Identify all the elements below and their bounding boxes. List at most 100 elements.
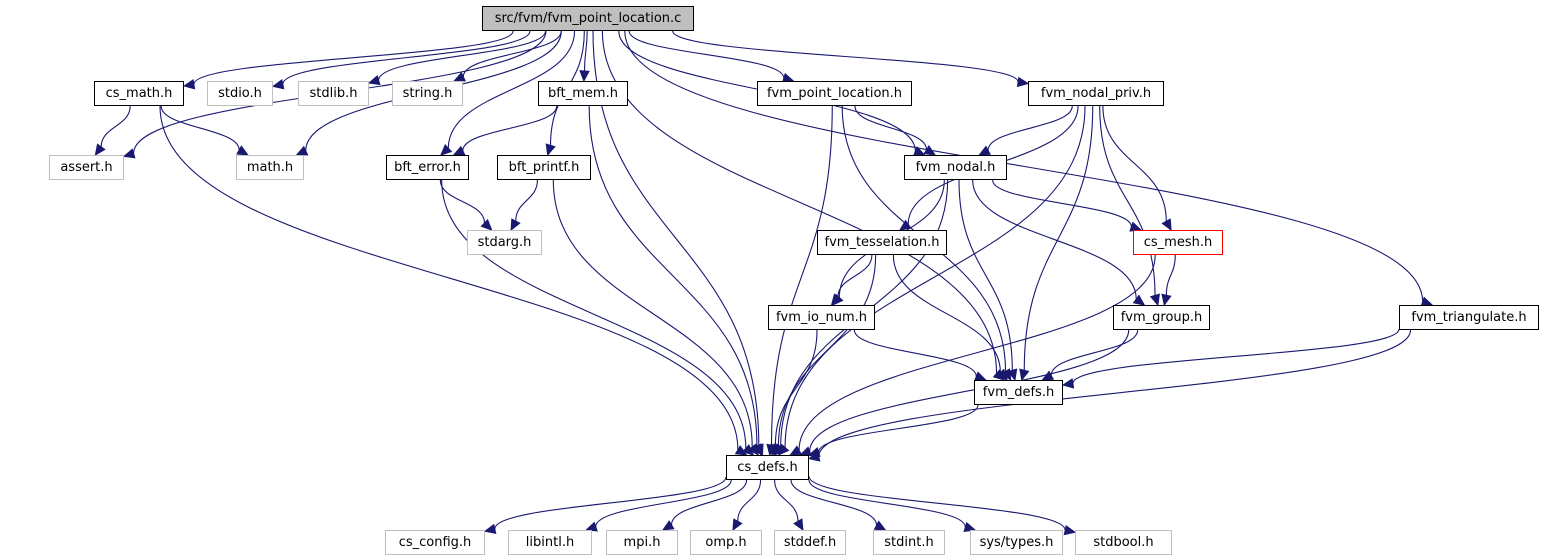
arrowhead-icon [1016, 76, 1030, 88]
node-label: fvm_nodal.h [915, 160, 996, 175]
edge-root-to-fvm-nodal-priv [672, 30, 1019, 83]
node-label: stdio.h [218, 86, 262, 101]
node-label: omp.h [705, 535, 747, 550]
edge-fvm-nodal-priv-to-fvm-defs [1023, 105, 1094, 371]
edge-cs-defs-to-stdint [790, 479, 878, 526]
node-root: src/fvm/fvm_point_location.c [482, 6, 694, 31]
node-label: stdint.h [884, 535, 934, 550]
node-label: bft_printf.h [508, 160, 580, 175]
arrowhead-icon [579, 70, 590, 83]
edge-fvm-triangulate-to-cs-defs [818, 329, 1412, 457]
arrowhead-icon [1019, 368, 1030, 382]
edge-fvm-nodal-priv-to-cs-mesh [1102, 105, 1167, 222]
edge-root-to-bft-mem [583, 30, 588, 72]
edge-cs-defs-to-sys-types [808, 479, 966, 528]
edge-cs-mesh-to-cs-defs [798, 254, 1156, 451]
arrowhead-icon [1161, 218, 1172, 232]
node-label: stddef.h [783, 535, 837, 550]
node-label: libintl.h [525, 535, 575, 550]
edge-bft-error-to-stdarg [439, 179, 486, 224]
edge-cs-math-to-math [160, 105, 240, 151]
node-fvm-group[interactable]: fvm_group.h [1113, 305, 1210, 330]
node-bft-printf[interactable]: bft_printf.h [497, 155, 591, 180]
node-libintl: libintl.h [508, 530, 592, 555]
arrowhead-icon [182, 79, 196, 90]
node-fvm-tesselation[interactable]: fvm_tesselation.h [817, 230, 947, 255]
arrowhead-icon [483, 523, 497, 535]
node-label: cs_math.h [105, 86, 173, 101]
node-fvm-point-location-h[interactable]: fvm_point_location.h [757, 81, 912, 106]
edge-fvm-nodal-priv-to-fvm-nodal [987, 105, 1073, 151]
edge-bft-mem-to-cs-defs [588, 105, 758, 447]
edge-fvm-point-location-h-to-cs-defs [770, 105, 833, 446]
arrowhead-icon [545, 143, 556, 157]
node-label: fvm_io_num.h [775, 310, 867, 325]
node-fvm-io-num[interactable]: fvm_io_num.h [768, 305, 875, 330]
node-label: fvm_tesselation.h [824, 235, 940, 250]
arrowhead-icon [1149, 293, 1160, 307]
node-cs-math[interactable]: cs_math.h [94, 81, 184, 106]
arrowhead-icon [830, 293, 843, 306]
edge-root-to-fvm-triangulate [624, 30, 1424, 302]
node-label: bft_error.h [394, 160, 461, 175]
arrowhead-icon [978, 145, 991, 156]
node-stdlib: stdlib.h [298, 81, 369, 106]
arrowhead-icon [793, 518, 804, 532]
node-fvm-nodal[interactable]: fvm_nodal.h [904, 155, 1007, 180]
edge-cs-mesh-to-fvm-group [1165, 254, 1176, 296]
edge-fvm-io-num-to-fvm-defs [853, 329, 977, 377]
node-cs-defs[interactable]: cs_defs.h [726, 455, 809, 480]
node-fvm-nodal-priv[interactable]: fvm_nodal_priv.h [1028, 81, 1164, 106]
node-bft-mem[interactable]: bft_mem.h [538, 81, 628, 106]
node-sys-types: sys/types.h [970, 530, 1063, 555]
edge-cs-defs-to-cs-config [494, 476, 727, 530]
node-label: math.h [246, 160, 294, 175]
node-label: cs_defs.h [737, 460, 798, 475]
edge-cs-defs-to-stddef [774, 479, 799, 522]
edge-fvm-nodal-priv-to-fvm-group [1099, 105, 1156, 296]
node-label: stdbool.h [1093, 535, 1154, 550]
edge-bft-mem-to-bft-error [462, 105, 558, 151]
node-label: cs_mesh.h [1143, 235, 1213, 250]
arrowhead-icon [873, 520, 887, 531]
edge-cs-defs-to-stdbool [808, 476, 1066, 531]
node-label: fvm_point_location.h [766, 86, 903, 101]
arrowhead-icon [271, 79, 285, 90]
node-fvm-triangulate[interactable]: fvm_triangulate.h [1399, 305, 1539, 330]
node-label: fvm_group.h [1120, 310, 1203, 325]
node-string: string.h [392, 81, 463, 106]
arrowhead-icon [1007, 368, 1018, 382]
node-label: assert.h [60, 160, 113, 175]
edge-fvm-point-location-h-to-fvm-nodal [854, 105, 928, 150]
node-label: fvm_triangulate.h [1411, 310, 1527, 325]
node-cs-mesh[interactable]: cs_mesh.h [1133, 230, 1223, 255]
arrowhead-icon [1161, 293, 1172, 307]
edge-bft-error-to-cs-defs [441, 179, 747, 449]
arrowhead-icon [440, 143, 453, 156]
arrowhead-icon [1061, 378, 1075, 389]
edge-root-to-stdlib [378, 30, 547, 81]
edge-bft-printf-to-stdarg [515, 179, 538, 222]
edge-fvm-triangulate-to-fvm-defs [1072, 328, 1400, 384]
node-label: fvm_nodal_priv.h [1040, 86, 1152, 101]
arrowhead-icon [898, 219, 912, 231]
arrowhead-icon [122, 148, 136, 159]
arrowhead-icon [923, 145, 937, 156]
arrowhead-icon [770, 443, 781, 457]
arrowhead-icon [236, 145, 249, 156]
edge-bft-printf-to-cs-defs [552, 179, 753, 447]
node-label: bft_mem.h [548, 86, 618, 101]
node-math: math.h [236, 155, 304, 180]
node-bft-error[interactable]: bft_error.h [386, 155, 469, 180]
arrowhead-icon [1132, 294, 1146, 306]
edge-fvm-nodal-to-fvm-group [972, 179, 1137, 300]
node-fvm-defs[interactable]: fvm_defs.h [974, 380, 1063, 405]
arrowhead-icon [732, 518, 743, 532]
node-stdint: stdint.h [873, 530, 945, 555]
arrowhead-icon [510, 218, 521, 232]
arrowhead-icon [963, 521, 977, 533]
edge-fvm-tesselation-to-fvm-defs [892, 254, 1001, 373]
node-label: stdarg.h [477, 235, 532, 250]
node-label: cs_config.h [398, 535, 472, 550]
node-stddef: stddef.h [774, 530, 846, 555]
